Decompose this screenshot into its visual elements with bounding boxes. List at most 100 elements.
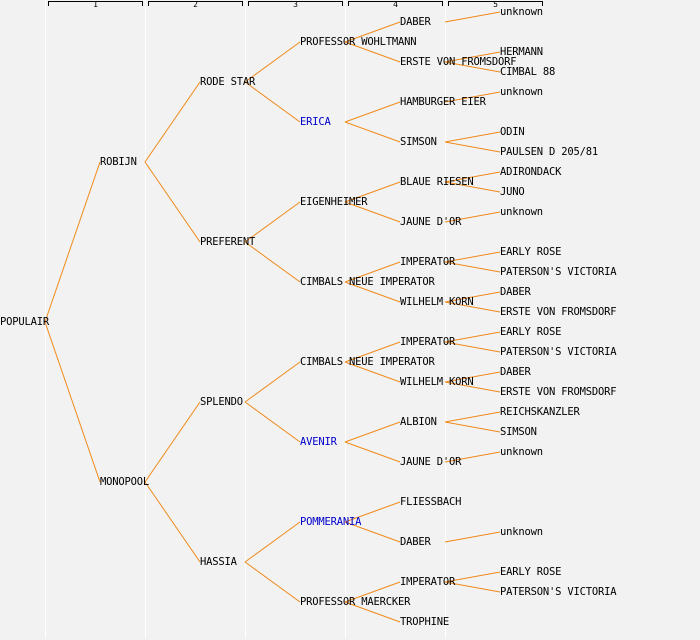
pedigree-node-highlighted[interactable]: POMMERANIA xyxy=(300,516,362,528)
generation-bracket xyxy=(248,1,343,6)
pedigree-edge xyxy=(444,451,501,463)
pedigree-edge xyxy=(344,361,401,383)
pedigree-node[interactable]: HAMBURGER EIER xyxy=(400,96,486,108)
pedigree-node[interactable]: DABER xyxy=(400,16,431,28)
pedigree-node[interactable]: DABER xyxy=(500,286,531,298)
pedigree-node[interactable]: IMPERATOR xyxy=(400,336,456,348)
pedigree-node[interactable]: ROBIJN xyxy=(100,156,137,168)
pedigree-node[interactable]: SIMSON xyxy=(400,136,437,148)
pedigree-node[interactable]: ADIRONDACK xyxy=(500,166,562,178)
pedigree-node[interactable]: EARLY ROSE xyxy=(500,566,562,578)
generation-bracket xyxy=(48,1,143,6)
pedigree-edge xyxy=(444,371,501,383)
pedigree-edge xyxy=(444,261,501,273)
pedigree-node[interactable]: PAULSEN D 205/81 xyxy=(500,146,598,158)
generation-label: 1 xyxy=(93,0,98,9)
pedigree-node[interactable]: CIMBALS NEUE IMPERATOR xyxy=(300,276,435,288)
pedigree-edge xyxy=(344,421,401,443)
pedigree-node[interactable]: FLIESSBACH xyxy=(400,496,462,508)
pedigree-node[interactable]: EARLY ROSE xyxy=(500,326,562,338)
pedigree-node[interactable]: POPULAIR xyxy=(0,316,49,328)
pedigree-edge xyxy=(144,81,201,163)
pedigree-node[interactable]: SIMSON xyxy=(500,426,537,438)
pedigree-node[interactable]: JAUNE D'OR xyxy=(400,216,462,228)
pedigree-edge xyxy=(244,561,301,603)
generation-label: 3 xyxy=(293,0,298,9)
generation-bracket xyxy=(448,1,543,6)
pedigree-edge xyxy=(444,301,501,313)
pedigree-node[interactable]: PROFESSOR MAERCKER xyxy=(300,596,411,608)
pedigree-edge xyxy=(344,501,401,523)
pedigree-node[interactable]: PATERSON'S VICTORIA xyxy=(500,586,617,598)
pedigree-node[interactable]: CIMBAL 88 xyxy=(500,66,556,78)
pedigree-node[interactable]: PATERSON'S VICTORIA xyxy=(500,346,617,358)
generation-label: 2 xyxy=(193,0,198,9)
pedigree-edge xyxy=(444,91,501,103)
pedigree-node[interactable]: unknown xyxy=(500,86,543,98)
pedigree-node[interactable]: IMPERATOR xyxy=(400,256,456,268)
pedigree-edge xyxy=(244,201,301,243)
pedigree-edge xyxy=(344,521,401,543)
pedigree-node[interactable]: PATERSON'S VICTORIA xyxy=(500,266,617,278)
pedigree-edge xyxy=(444,61,501,73)
pedigree-edge xyxy=(144,401,201,483)
pedigree-edge xyxy=(344,281,401,303)
pedigree-edge xyxy=(444,341,501,353)
pedigree-node[interactable]: HERMANN xyxy=(500,46,543,58)
pedigree-node[interactable]: ERSTE VON FROMSDORF xyxy=(500,386,617,398)
pedigree-edge xyxy=(444,531,501,543)
pedigree-edge xyxy=(444,141,501,153)
pedigree-node[interactable]: PROFESSOR WOHLTMANN xyxy=(300,36,417,48)
pedigree-node[interactable]: WILHELM KORN xyxy=(400,296,474,308)
pedigree-edge xyxy=(244,241,301,283)
pedigree-node[interactable]: BLAUE RIESEN xyxy=(400,176,474,188)
pedigree-node[interactable]: ALBION xyxy=(400,416,437,428)
pedigree-node-highlighted[interactable]: ERICA xyxy=(300,116,331,128)
pedigree-edge xyxy=(444,171,501,183)
pedigree-node[interactable]: ERSTE VON FROMSDORF xyxy=(400,56,517,68)
pedigree-node[interactable]: TROPHINE xyxy=(400,616,449,628)
pedigree-edge xyxy=(444,51,501,63)
pedigree-edge xyxy=(444,571,501,583)
pedigree-edge xyxy=(444,411,501,423)
pedigree-edge xyxy=(144,481,201,563)
pedigree-edge xyxy=(344,181,401,203)
pedigree-edge xyxy=(344,201,401,223)
pedigree-node[interactable]: ODIN xyxy=(500,126,525,138)
pedigree-node[interactable]: REICHSKANZLER xyxy=(500,406,580,418)
pedigree-node[interactable]: DABER xyxy=(500,366,531,378)
pedigree-node[interactable]: JUNO xyxy=(500,186,525,198)
pedigree-node[interactable]: SPLENDO xyxy=(200,396,243,408)
pedigree-edge xyxy=(244,401,301,443)
pedigree-edge xyxy=(444,381,501,393)
pedigree-node[interactable]: IMPERATOR xyxy=(400,576,456,588)
pedigree-edge xyxy=(444,291,501,303)
pedigree-node-highlighted[interactable]: AVENIR xyxy=(300,436,337,448)
pedigree-node[interactable]: unknown xyxy=(500,446,543,458)
pedigree-edge xyxy=(344,581,401,603)
pedigree-edge xyxy=(444,211,501,223)
pedigree-edge xyxy=(44,161,101,323)
pedigree-node[interactable]: unknown xyxy=(500,6,543,18)
pedigree-node[interactable]: unknown xyxy=(500,526,543,538)
pedigree-node[interactable]: DABER xyxy=(400,536,431,548)
pedigree-node[interactable]: PREFERENT xyxy=(200,236,256,248)
pedigree-edge xyxy=(244,81,301,123)
pedigree-node[interactable]: ERSTE VON FROMSDORF xyxy=(500,306,617,318)
pedigree-node[interactable]: RODE STAR xyxy=(200,76,256,88)
pedigree-edge xyxy=(344,601,401,623)
pedigree-node[interactable]: MONOPOOL xyxy=(100,476,149,488)
pedigree-edge xyxy=(344,341,401,363)
pedigree-node[interactable]: EIGENHEIMER xyxy=(300,196,368,208)
pedigree-edge xyxy=(344,441,401,463)
pedigree-node[interactable]: WILHELM KORN xyxy=(400,376,474,388)
pedigree-node[interactable]: unknown xyxy=(500,206,543,218)
pedigree-node[interactable]: EARLY ROSE xyxy=(500,246,562,258)
pedigree-node[interactable]: CIMBALS NEUE IMPERATOR xyxy=(300,356,435,368)
pedigree-edge xyxy=(44,321,101,483)
generation-bracket xyxy=(348,1,443,6)
pedigree-node[interactable]: JAUNE D'OR xyxy=(400,456,462,468)
pedigree-node[interactable]: HASSIA xyxy=(200,556,237,568)
